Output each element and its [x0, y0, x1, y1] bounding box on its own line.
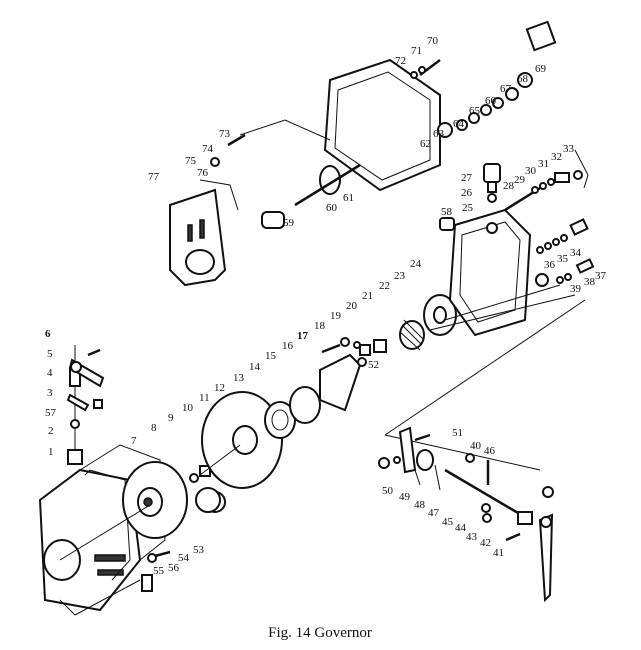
part-label: 55: [153, 565, 165, 577]
cover-plate: [319, 353, 362, 412]
part-label: 28: [503, 180, 515, 192]
part-label: 14: [249, 361, 261, 373]
part-label: 4: [47, 367, 53, 379]
part-label: 33: [563, 143, 575, 155]
part-label: 39: [570, 283, 582, 295]
drawing: [38, 20, 595, 616]
governor-cup: [199, 391, 283, 489]
part-label: 76: [197, 167, 209, 179]
part-label: 58: [441, 206, 453, 218]
part-label: 69: [535, 63, 547, 75]
part-label: 77: [148, 171, 160, 183]
part-label: 20: [346, 300, 358, 312]
part-label: 74: [202, 143, 214, 155]
part-label: 19: [330, 310, 342, 322]
part-label: 56: [168, 562, 180, 574]
part-label: 40: [470, 440, 482, 452]
part-label: 5: [47, 348, 53, 360]
part-label: 42: [480, 537, 491, 549]
bearing-cover: [289, 386, 321, 424]
part-label: 27: [461, 172, 473, 184]
part-labels: 1 2 3 4 5 6 7 8 9 10 11 12 13 14 15 16 1…: [45, 35, 607, 577]
part-label: 10: [182, 402, 194, 414]
lever-assembly: [66, 345, 105, 465]
part-label: 46: [484, 445, 496, 457]
part-label: 71: [411, 45, 422, 57]
part-label: 32: [551, 151, 562, 163]
governor-housing: [38, 444, 166, 616]
stop-screw-set: [535, 218, 595, 287]
part-label: 18: [314, 320, 326, 332]
part-label: 36: [544, 259, 556, 271]
part-label: 8: [151, 422, 157, 434]
part-label: 52: [368, 359, 379, 371]
part-label: 1: [48, 446, 54, 458]
part-label: 13: [233, 372, 245, 384]
part-label: 24: [410, 258, 422, 270]
part-label: 26: [461, 187, 473, 199]
flyweight-assembly: [59, 461, 226, 561]
part-label: 7: [131, 435, 137, 447]
part-label: 21: [362, 290, 373, 302]
part-label: 23: [394, 270, 406, 282]
adjust-screw-set: [531, 149, 589, 194]
part-label: 12: [214, 382, 225, 394]
washer: [189, 473, 199, 483]
cap-nut: [483, 163, 501, 183]
part-label: 31: [538, 158, 549, 170]
part-label: 2: [48, 425, 54, 437]
part-label: 59: [283, 217, 295, 229]
part-label: 70: [427, 35, 439, 47]
control-rod-parts: [410, 20, 557, 131]
part-label: 49: [399, 491, 411, 503]
part-label: 22: [379, 280, 390, 292]
part-label: 60: [326, 202, 338, 214]
part-label: 75: [185, 155, 197, 167]
part-label: 65: [469, 105, 481, 117]
part-label: 72: [395, 55, 406, 67]
part-label: 66: [485, 95, 497, 107]
part-label: 11: [199, 392, 210, 404]
part-label: 37: [595, 270, 607, 282]
part-label: 50: [382, 485, 394, 497]
gasket: [84, 469, 131, 581]
part-label: 48: [414, 499, 426, 511]
linkage-assembly: [378, 299, 586, 603]
bearing: [264, 401, 296, 439]
part-label: 44: [455, 522, 467, 534]
part-label: 68: [517, 73, 529, 85]
part-label: 6: [45, 328, 51, 340]
part-label: 45: [442, 516, 454, 528]
part-label: 63: [433, 128, 445, 140]
part-label: 43: [466, 531, 478, 543]
part-label: 3: [47, 387, 53, 399]
upper-governor-cover: [239, 58, 441, 192]
figure-caption: Fig. 14 Governor: [268, 625, 372, 641]
part-label: 64: [453, 118, 465, 130]
part-label: 62: [420, 138, 431, 150]
part-label: 54: [178, 552, 190, 564]
part-label: 41: [493, 547, 504, 559]
part-label: 34: [570, 247, 582, 259]
part-label: 35: [557, 253, 569, 265]
part-label: 47: [428, 507, 440, 519]
part-label: 9: [168, 412, 174, 424]
part-label: 17: [297, 330, 309, 342]
part-label: 30: [525, 165, 537, 177]
ball: [195, 487, 221, 513]
lever-plate: [169, 133, 246, 287]
part-label: 53: [193, 544, 205, 556]
part-label: 29: [514, 174, 526, 186]
part-label: 67: [500, 83, 512, 95]
part-label: 57: [45, 407, 57, 419]
part-label: 16: [282, 340, 294, 352]
part-label: 38: [584, 276, 596, 288]
part-label: 15: [265, 350, 277, 362]
part-label: 61: [343, 192, 354, 204]
part-label: 51: [452, 427, 463, 439]
part-label: 25: [462, 202, 474, 214]
part-label: 73: [219, 128, 231, 140]
